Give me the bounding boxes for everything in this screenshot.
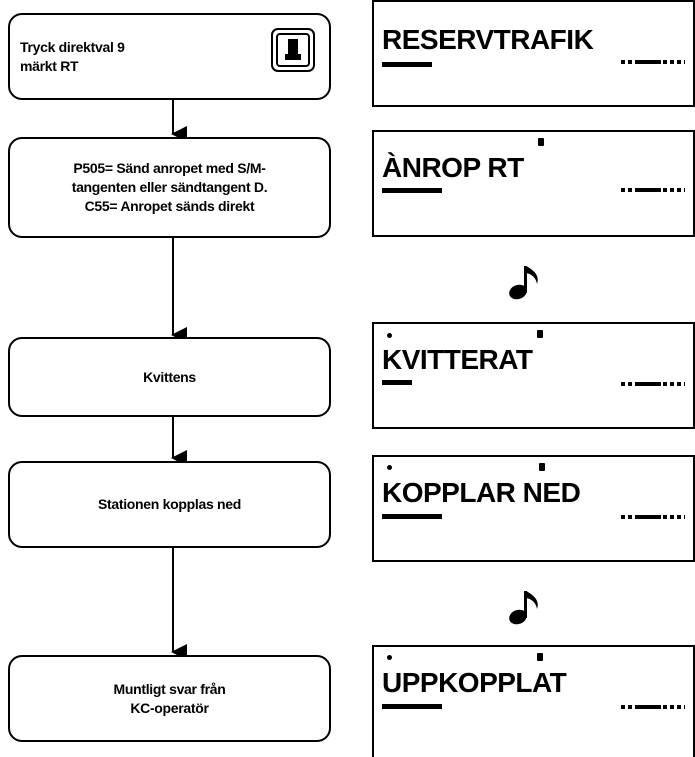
display-reservtrafik: RESERVTRAFIK <box>372 0 695 107</box>
display-uppkopplat: UPPKOPPLAT <box>372 645 695 757</box>
display-text: ÀNROP RT <box>382 152 524 183</box>
signal-dots <box>621 705 685 709</box>
step-label: Stationen kopplas ned <box>97 496 242 513</box>
position-mark <box>538 138 544 146</box>
position-mark <box>387 333 392 338</box>
position-mark <box>387 465 392 470</box>
step-label: Muntligt svar från KC-operatör <box>113 680 226 716</box>
step-send-call: P505= Sänd anropet med S/M- tangenten el… <box>8 137 331 238</box>
position-mark <box>539 463 545 471</box>
display-anrop-rt: ÀNROP RT <box>372 130 695 237</box>
signal-dots <box>621 60 685 64</box>
music-note-icon <box>509 266 538 300</box>
display-text: RESERVTRAFIK <box>382 24 594 55</box>
step-disconnect: Stationen kopplas ned <box>8 461 331 548</box>
step-label: P505= Sänd anropet med S/M- tangenten el… <box>71 160 268 214</box>
step-acknowledge: Kvittens <box>8 337 331 417</box>
music-note-icon <box>509 591 538 625</box>
position-mark <box>387 655 392 660</box>
step-label: Kvittens <box>143 368 196 385</box>
signal-dots <box>621 382 685 386</box>
position-mark <box>537 653 543 661</box>
display-text: KVITTERAT <box>382 344 533 375</box>
signal-dots <box>621 188 685 192</box>
step-operator-reply: Muntligt svar från KC-operatör <box>8 655 331 742</box>
cursor-underline <box>382 704 442 709</box>
display-text: UPPKOPPLAT <box>382 667 567 698</box>
display-kvitterat: KVITTERAT <box>372 322 695 429</box>
cursor-underline <box>382 514 442 519</box>
cursor-underline <box>382 188 442 193</box>
rt-key-icon <box>271 28 315 72</box>
position-mark <box>537 330 543 338</box>
cursor-underline <box>382 62 432 67</box>
display-kopplar-ned: KOPPLAR NED <box>372 455 695 562</box>
signal-dots <box>621 515 685 519</box>
cursor-underline <box>382 380 412 385</box>
step-label: Tryck direktval 9 märkt RT <box>20 38 125 74</box>
display-text: KOPPLAR NED <box>382 477 581 508</box>
step-press-rt: Tryck direktval 9 märkt RT <box>8 13 331 100</box>
